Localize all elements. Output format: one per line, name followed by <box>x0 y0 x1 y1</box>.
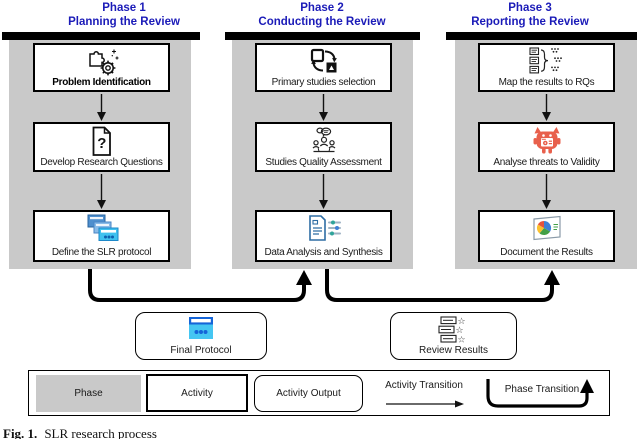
activity-box-studies-quality-assessment: Studies Quality Assessment <box>255 122 392 172</box>
activity-box-document-the-results: Document the Results <box>478 210 615 262</box>
svg-text:☆: ☆ <box>457 317 465 327</box>
output-label: Final Protocol <box>170 345 232 356</box>
legend-activity-label: Activity <box>181 387 213 399</box>
activity-label: Studies Quality Assessment <box>265 157 382 168</box>
legend-phase-swatch: Phase <box>36 375 141 412</box>
activity-box-map-results-to-rqs: Map the results to RQs <box>478 43 615 92</box>
activity-label: Develop Research Questions <box>40 157 163 168</box>
phase-1-header: Phase 1 Planning the Review <box>34 2 214 29</box>
phase-2-title: Conducting the Review <box>258 15 386 28</box>
document-analysis-icon <box>257 214 390 243</box>
legend-activity-transition-label: Activity Transition <box>385 380 463 391</box>
svg-text:?: ? <box>97 135 106 152</box>
phase-2-number: Phase 2 <box>300 2 344 14</box>
activity-label: Document the Results <box>500 247 593 258</box>
legend-activity-output-swatch: Activity Output <box>254 375 363 412</box>
phase-3-divider-bar <box>446 32 637 40</box>
app-window-icon <box>136 316 266 341</box>
phase-1-divider-bar <box>2 32 200 40</box>
caption-text: SLR research process <box>44 426 157 439</box>
output-label: Review Results <box>419 345 488 356</box>
rated-list-icon: ☆ ☆ ☆ <box>391 316 516 345</box>
phase-2-header: Phase 2 Conducting the Review <box>232 2 412 29</box>
activity-label: Map the results to RQs <box>498 77 595 88</box>
svg-text:☆: ☆ <box>455 326 463 336</box>
phase-3-number: Phase 3 <box>508 2 552 14</box>
phase-1-title: Planning the Review <box>68 15 180 28</box>
legend-activity-output-label: Activity Output <box>276 388 341 399</box>
threat-monster-icon <box>480 126 613 156</box>
activity-box-analyse-threats-to-validity: Analyse threats to Validity <box>478 122 615 172</box>
activity-box-develop-research-questions: ? Develop Research Questions <box>33 122 170 172</box>
map-results-icon <box>480 47 613 75</box>
phase-transition-arrow-2 <box>325 269 560 302</box>
activity-label: Primary studies selection <box>271 77 376 88</box>
windows-stack-icon <box>35 214 168 243</box>
phase-3-header: Phase 3 Reporting the Review <box>440 2 620 29</box>
selection-cycle-icon <box>257 47 390 76</box>
activity-label: Define the SLR protocol <box>51 247 152 258</box>
legend: Phase Activity Activity Output Activity … <box>28 370 610 416</box>
phase-3-title: Reporting the Review <box>471 15 589 28</box>
activity-box-define-slr-protocol: Define the SLR protocol <box>33 210 170 262</box>
figure-caption: Fig. 1. SLR research process <box>3 426 157 439</box>
activity-label: Analyse threats to Validity <box>493 157 600 168</box>
phase-2-divider-bar <box>225 32 420 40</box>
svg-text:☆: ☆ <box>457 335 465 345</box>
document-question-icon: ? <box>35 126 168 157</box>
pie-report-icon <box>480 214 613 242</box>
activity-label: Data Analysis and Synthesis <box>264 247 383 258</box>
legend-activity-swatch: Activity <box>146 374 248 412</box>
caption-prefix: Fig. 1. <box>3 426 38 439</box>
activity-box-primary-studies-selection: Primary studies selection <box>255 43 392 92</box>
legend-phase-transition-label: Phase Transition <box>504 384 580 395</box>
phase-transition-arrow-1 <box>88 269 312 302</box>
activity-label: Problem Identification <box>52 77 151 88</box>
phase-1-number: Phase 1 <box>102 2 146 14</box>
activity-box-data-analysis-synthesis: Data Analysis and Synthesis <box>255 210 392 262</box>
output-box-final-protocol: Final Protocol <box>135 312 267 360</box>
puzzle-gear-icon <box>35 47 168 77</box>
output-box-review-results: ☆ ☆ ☆ Review Results <box>390 312 517 360</box>
legend-phase-label: Phase <box>74 388 103 399</box>
team-discussion-icon <box>257 126 390 155</box>
activity-box-problem-identification: Problem Identification <box>33 43 170 92</box>
